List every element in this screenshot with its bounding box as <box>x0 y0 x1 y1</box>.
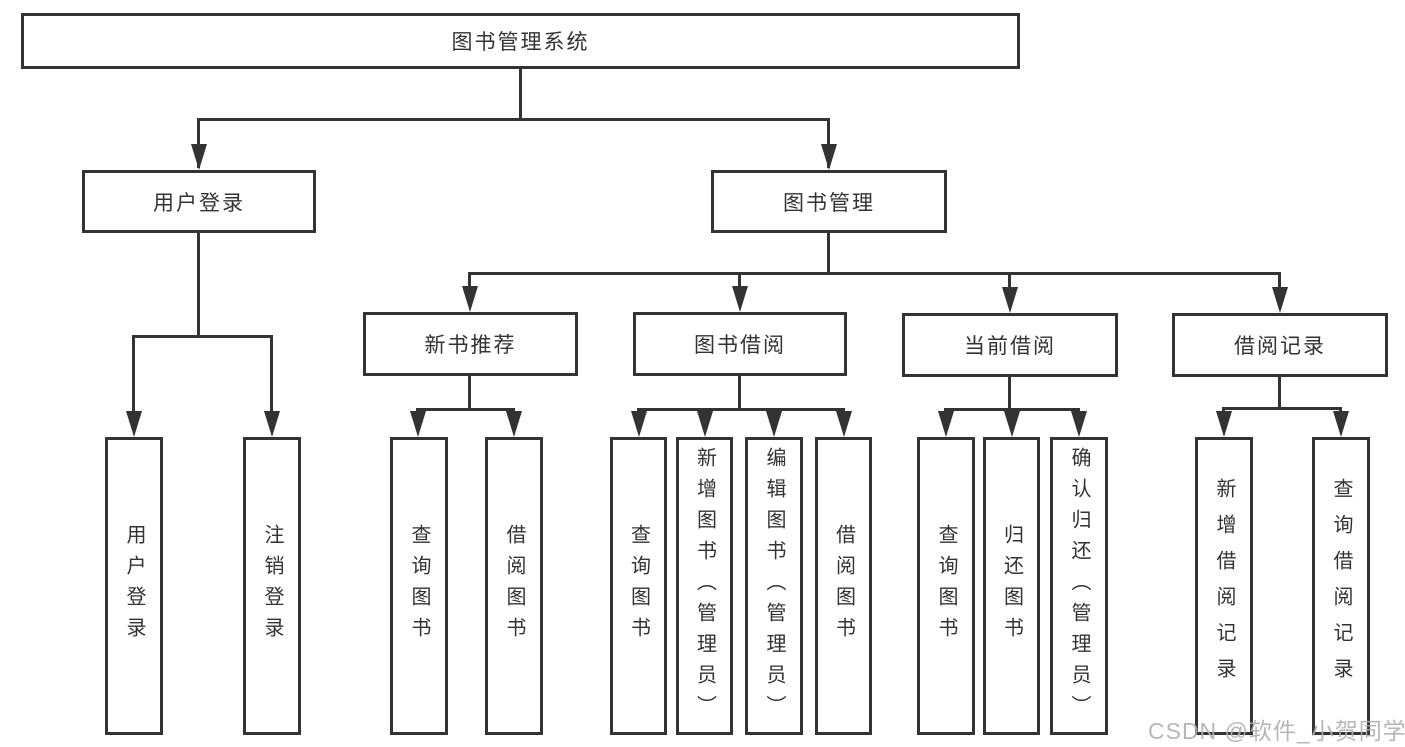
arrow-down-icon <box>697 411 713 437</box>
node-current-borrow-label: 当前借阅 <box>964 335 1056 358</box>
node-leaf-borrow-books-recommend-label: 借阅图书 <box>503 524 525 648</box>
node-leaf-query-books-recommend: 查询图书 <box>390 437 448 735</box>
connector-current-borrow-stem <box>1008 377 1011 408</box>
connector-drop-leaf-user-login <box>132 335 135 429</box>
node-leaf-query-books-recommend-label: 查询图书 <box>408 524 430 648</box>
arrow-down-icon <box>1071 411 1087 437</box>
arrow-down-icon <box>191 144 207 170</box>
arrow-down-icon <box>1272 287 1288 313</box>
node-user-login: 用户登录 <box>82 170 316 233</box>
node-borrow-records-label: 借阅记录 <box>1234 335 1326 358</box>
node-leaf-query-books-borrow-label: 查询图书 <box>627 524 650 648</box>
arrow-down-icon <box>631 411 647 437</box>
connector-drop-book-management <box>827 118 830 168</box>
node-book-borrow-label: 图书借阅 <box>694 334 786 357</box>
node-leaf-edit-book-admin: 编辑图书（管理员） <box>745 437 803 735</box>
node-borrow-records: 借阅记录 <box>1172 313 1388 377</box>
node-leaf-confirm-return-admin: 确认归还（管理员） <box>1050 437 1108 735</box>
arrow-down-icon <box>506 411 522 437</box>
connector-user-login-stem <box>197 233 200 335</box>
node-leaf-add-book-admin: 新增图书（管理员） <box>676 437 733 735</box>
node-leaf-borrow-books: 借阅图书 <box>815 437 872 735</box>
connector-book-management-stem <box>827 233 830 272</box>
connector-level3-branch <box>468 272 1281 275</box>
connector-book-borrow-branch <box>637 408 845 411</box>
node-book-management-label: 图书管理 <box>783 191 875 215</box>
node-book-management: 图书管理 <box>711 170 947 233</box>
node-leaf-return-book-label: 归还图书 <box>1000 524 1023 648</box>
node-leaf-query-books-current-label: 查询图书 <box>935 524 957 648</box>
node-leaf-add-borrow-record-label: 新增借阅记录 <box>1213 478 1235 694</box>
connector-current-borrow-branch <box>944 408 1080 411</box>
node-leaf-query-books-borrow: 查询图书 <box>610 437 667 735</box>
connector-drop-leaf-logout <box>270 335 273 429</box>
arrow-down-icon <box>462 286 478 312</box>
arrow-down-icon <box>821 144 837 170</box>
arrow-down-icon <box>1004 411 1020 437</box>
arrow-down-icon <box>938 411 954 437</box>
node-leaf-user-login: 用户登录 <box>105 437 163 735</box>
arrow-down-icon <box>1002 287 1018 313</box>
connector-borrow-records-branch <box>1222 407 1342 410</box>
node-book-borrow: 图书借阅 <box>633 312 847 376</box>
connector-level2-branch <box>197 118 830 121</box>
connector-book-borrow-stem <box>738 376 741 408</box>
connector-root-stem <box>519 69 522 118</box>
node-root-system: 图书管理系统 <box>21 13 1020 69</box>
arrow-down-icon <box>732 286 748 312</box>
connector-user-login-branch <box>132 335 273 338</box>
connector-drop-user-login <box>197 118 200 168</box>
arrow-down-icon <box>410 411 426 437</box>
node-current-borrow: 当前借阅 <box>902 313 1118 377</box>
arrow-down-icon <box>264 411 280 437</box>
node-leaf-confirm-return-admin-label: 确认归还（管理员） <box>1068 446 1090 726</box>
node-leaf-user-login-label: 用户登录 <box>123 524 145 648</box>
node-leaf-add-book-admin-label: 新增图书（管理员） <box>693 446 716 726</box>
node-leaf-logout-label: 注销登录 <box>261 524 283 648</box>
arrow-down-icon <box>126 411 142 437</box>
node-leaf-query-borrow-record: 查询借阅记录 <box>1312 437 1370 735</box>
node-leaf-edit-book-admin-label: 编辑图书（管理员） <box>763 446 785 726</box>
node-new-book-recommend: 新书推荐 <box>363 312 578 376</box>
node-user-login-label: 用户登录 <box>153 191 245 215</box>
node-root-label: 图书管理系统 <box>451 31 590 54</box>
node-leaf-borrow-books-label: 借阅图书 <box>832 524 855 648</box>
node-new-book-recommend-label: 新书推荐 <box>424 334 517 357</box>
node-leaf-query-borrow-record-label: 查询借阅记录 <box>1330 478 1352 694</box>
connector-borrow-records-stem <box>1278 377 1281 407</box>
node-leaf-return-book: 归还图书 <box>983 437 1040 735</box>
node-leaf-add-borrow-record: 新增借阅记录 <box>1195 437 1253 735</box>
csdn-watermark: CSDN @软件_小贺同学 <box>1148 718 1405 744</box>
connector-new-book-recommend-stem <box>468 376 471 408</box>
arrow-down-icon <box>766 411 782 437</box>
connector-new-book-recommend-branch <box>416 408 515 411</box>
node-leaf-borrow-books-recommend: 借阅图书 <box>485 437 543 735</box>
node-leaf-query-books-current: 查询图书 <box>917 437 975 735</box>
arrow-down-icon <box>1333 411 1349 437</box>
arrow-down-icon <box>836 411 852 437</box>
node-leaf-logout: 注销登录 <box>243 437 301 735</box>
arrow-down-icon <box>1216 411 1232 437</box>
